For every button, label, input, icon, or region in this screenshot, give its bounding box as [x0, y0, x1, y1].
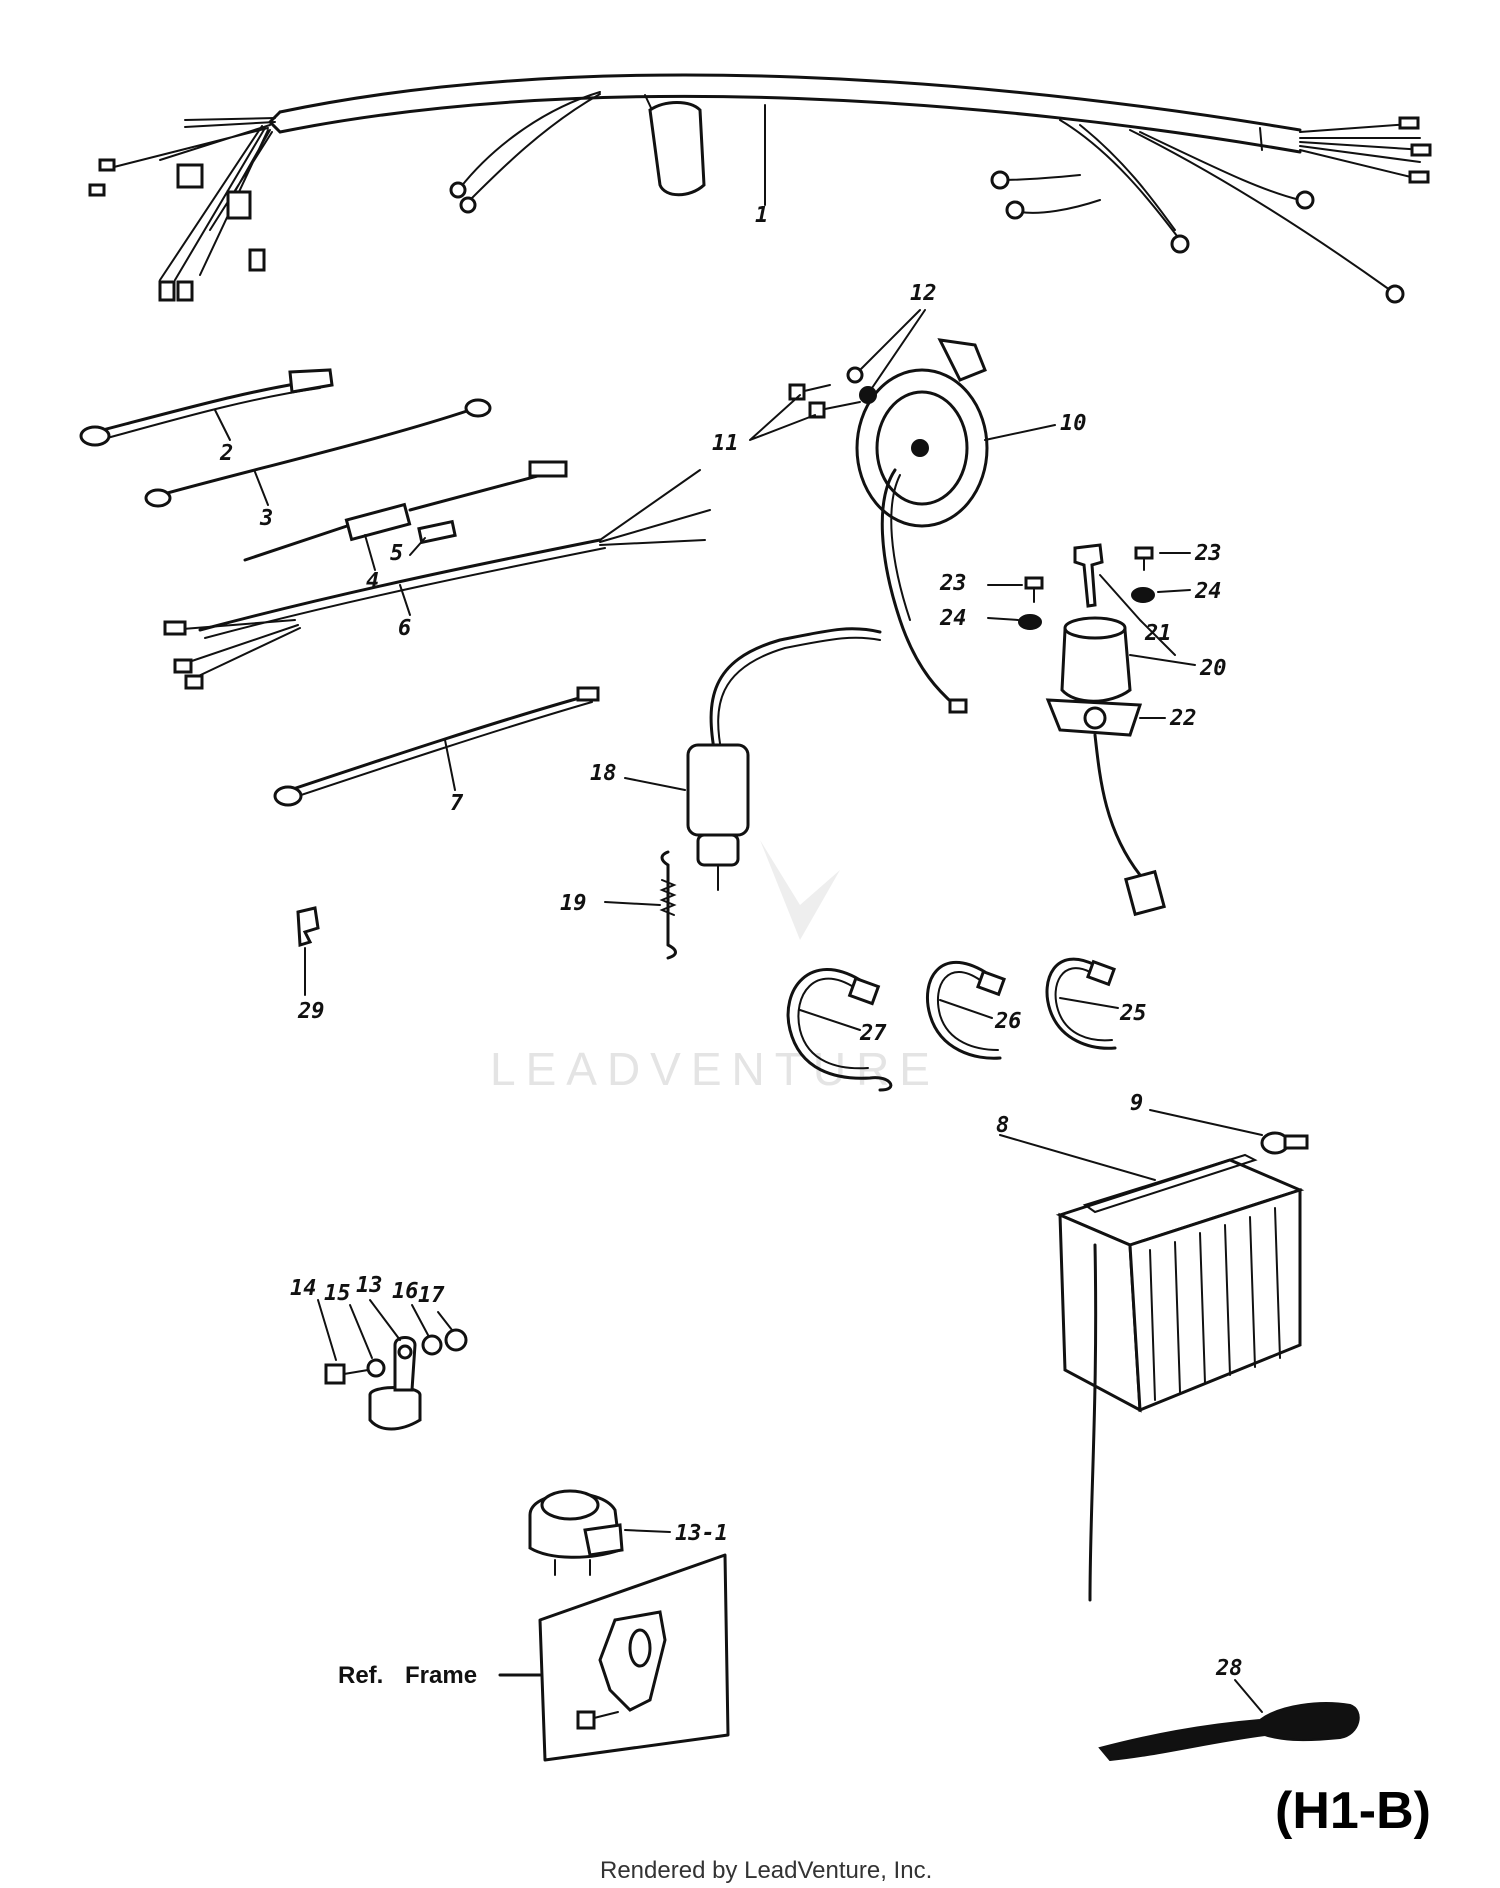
part-20-ignition-switch[interactable]: 20 — [1045, 616, 1227, 917]
part-29-clip[interactable]: 29 — [296, 906, 325, 1024]
part-3-lead-wire[interactable]: 3 — [144, 398, 492, 531]
callout-21: 21 — [1144, 621, 1172, 646]
part-22-switch-bracket[interactable]: 22 — [1139, 706, 1197, 731]
part-24-washer-left[interactable]: 24 — [939, 606, 1042, 631]
callout-12: 12 — [910, 281, 937, 306]
callout-9: 9 — [1130, 1091, 1143, 1116]
part-10-horn[interactable]: 10 — [855, 338, 1087, 714]
part-21-ignition-key[interactable]: 21 — [1073, 543, 1176, 656]
part-15-washer[interactable]: 15 — [324, 1281, 386, 1378]
callout-11: 11 — [712, 431, 739, 456]
render-credit: Rendered by LeadVenture, Inc. — [600, 1857, 932, 1884]
part-7-ground-lead[interactable]: 7 — [273, 686, 600, 816]
callout-7: 7 — [450, 791, 464, 816]
callout-14: 14 — [290, 1276, 317, 1301]
callout-2: 2 — [219, 441, 233, 466]
part-13-1-flasher-relay[interactable]: 13-1 — [528, 1489, 728, 1576]
callout-22: 22 — [1169, 706, 1197, 731]
callout-6: 6 — [398, 616, 411, 641]
callout-13: 13 — [356, 1273, 383, 1298]
watermark-text: LEADVENTURE — [490, 1043, 940, 1095]
callout-24-right: 24 — [1194, 579, 1222, 604]
callout-19: 19 — [560, 891, 587, 916]
callout-28: 28 — [1215, 1656, 1243, 1681]
callout-20: 20 — [1199, 656, 1227, 681]
part-23-screw-left[interactable]: 23 — [939, 571, 1044, 603]
callout-5: 5 — [390, 541, 403, 566]
part-12-washers[interactable]: 12 — [846, 281, 937, 404]
part-28-battery-strap[interactable]: 28 — [1098, 1656, 1360, 1762]
part-9-terminal-bolt[interactable]: 9 — [1130, 1091, 1309, 1155]
part-23-screw-right[interactable]: 23 — [1134, 541, 1222, 571]
part-5-fuse[interactable]: 5 — [390, 519, 457, 566]
part-1-wire-harness[interactable]: 1 — [88, 73, 1432, 304]
callout-27: 27 — [859, 1021, 887, 1046]
frame-reference-inset: Ref. Frame — [338, 1553, 730, 1762]
callout-26: 26 — [994, 1009, 1022, 1034]
part-4-fuse-holder[interactable]: 4 — [243, 460, 568, 594]
callout-15: 15 — [324, 1281, 351, 1306]
callout-16: 16 — [392, 1279, 419, 1304]
ref-frame-label: Frame — [405, 1662, 477, 1689]
watermark: LEADVENTURE — [490, 840, 940, 1095]
part-13-flasher-relay[interactable]: 13 — [356, 1273, 422, 1431]
part-24-washer-right[interactable]: 24 — [1131, 579, 1222, 604]
part-17-nut[interactable]: 17 — [418, 1283, 468, 1352]
part-26-band[interactable]: 26 — [925, 960, 1022, 1060]
part-6-lead-wire-assembly[interactable]: 6 — [163, 469, 711, 690]
part-25-band[interactable]: 25 — [1045, 957, 1147, 1050]
ref-prefix: Ref. — [338, 1662, 383, 1689]
part-14-bolt[interactable]: 14 — [290, 1276, 369, 1385]
part-27-band[interactable]: 27 — [786, 968, 893, 1092]
callout-17: 17 — [418, 1283, 445, 1308]
callout-3: 3 — [259, 506, 273, 531]
callout-10: 10 — [1060, 411, 1087, 436]
callout-29: 29 — [297, 999, 325, 1024]
callout-23-left: 23 — [939, 571, 967, 596]
callout-13-1: 13-1 — [675, 1521, 728, 1546]
part-18-stop-switch[interactable]: 18 — [590, 627, 882, 891]
part-8-battery[interactable]: 8 — [996, 1113, 1305, 1602]
callout-24-left: 24 — [939, 606, 967, 631]
diagram-code: (H1-B) — [1275, 1782, 1431, 1840]
callout-18: 18 — [590, 761, 617, 786]
callout-1: 1 — [755, 203, 768, 228]
part-2-lead-wire[interactable]: 2 — [79, 368, 334, 466]
callout-23-right: 23 — [1194, 541, 1222, 566]
part-11-bolts[interactable]: 11 — [712, 383, 861, 456]
part-16-washer[interactable]: 16 — [392, 1279, 443, 1356]
part-19-spring[interactable]: 19 — [560, 850, 677, 960]
callout-25: 25 — [1119, 1001, 1147, 1026]
callout-8: 8 — [996, 1113, 1009, 1138]
